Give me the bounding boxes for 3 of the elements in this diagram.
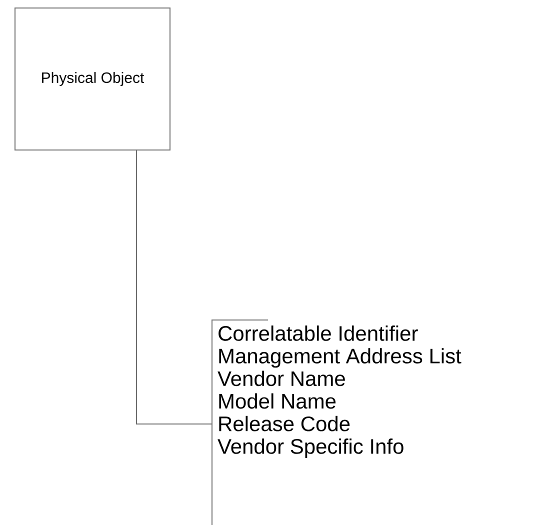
connector-line bbox=[136, 150, 212, 424]
object-box: Physical Object bbox=[14, 8, 170, 150]
attribute-list: Correlatable Identifier Management Address List Vendor Name Model Name Release Code Vendor Specific Info bbox=[212, 320, 462, 525]
